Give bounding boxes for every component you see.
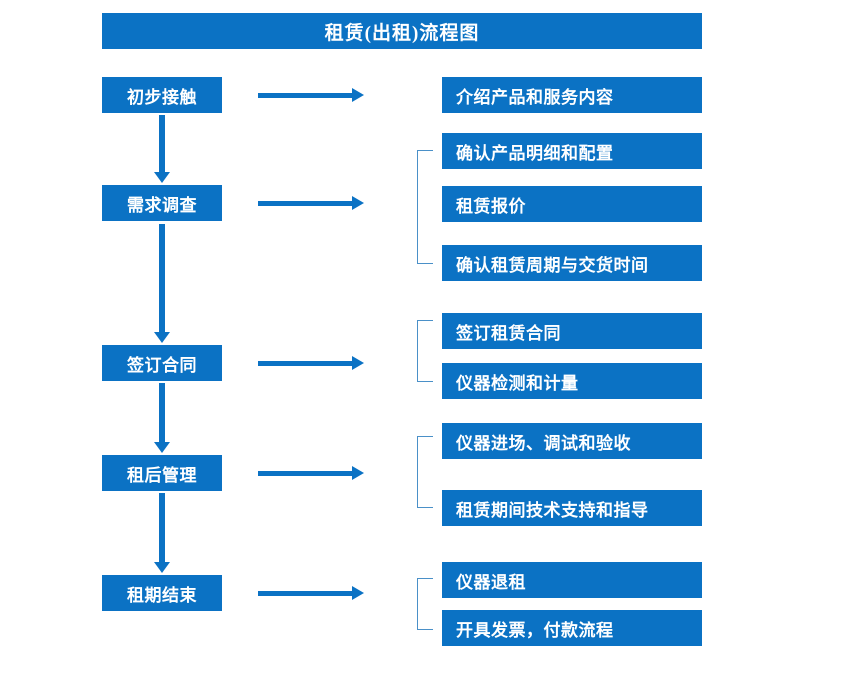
stage-label: 租后管理 xyxy=(127,465,197,485)
detail-box-tech-support[interactable]: 租赁期间技术支持和指导 xyxy=(442,490,702,526)
page-title: 租赁(出租)流程图 xyxy=(102,13,702,49)
detail-box-sign-lease-contract[interactable]: 签订租赁合同 xyxy=(442,313,702,349)
group-bracket-icon-sign-contract xyxy=(417,320,433,382)
detail-box-confirm-spec[interactable]: 确认产品明细和配置 xyxy=(442,133,702,169)
stage-box-post-rental-mgmt[interactable]: 租后管理 xyxy=(102,455,222,491)
detail-label: 租赁报价 xyxy=(456,196,526,216)
stage-box-lease-end[interactable]: 租期结束 xyxy=(102,575,222,611)
detail-label: 租赁期间技术支持和指导 xyxy=(456,500,649,520)
vertical-arrow-icon-3 xyxy=(154,383,170,453)
detail-box-instrument-install[interactable]: 仪器进场、调试和验收 xyxy=(442,423,702,459)
detail-label: 仪器进场、调试和验收 xyxy=(456,433,631,453)
vertical-arrow-icon-2 xyxy=(154,224,170,343)
stage-box-sign-contract[interactable]: 签订合同 xyxy=(102,345,222,381)
stage-label: 初步接触 xyxy=(127,87,197,107)
stage-box-needs-survey[interactable]: 需求调查 xyxy=(102,185,222,221)
detail-label: 仪器退租 xyxy=(456,572,526,592)
detail-label: 签订租赁合同 xyxy=(456,323,561,343)
stage-label: 租期结束 xyxy=(127,585,197,605)
detail-box-invoice-payment[interactable]: 开具发票，付款流程 xyxy=(442,610,702,646)
horizontal-arrow-icon-5 xyxy=(258,586,364,600)
detail-box-confirm-term[interactable]: 确认租赁周期与交货时间 xyxy=(442,245,702,281)
horizontal-arrow-icon-3 xyxy=(258,356,364,370)
detail-label: 确认产品明细和配置 xyxy=(456,143,614,163)
horizontal-arrow-icon-4 xyxy=(258,466,364,480)
detail-label: 开具发票，付款流程 xyxy=(456,620,614,640)
horizontal-arrow-icon-2 xyxy=(258,196,364,210)
group-bracket-icon-post-rental xyxy=(417,436,433,508)
detail-label: 确认租赁周期与交货时间 xyxy=(456,255,649,275)
detail-box-instrument-test[interactable]: 仪器检测和计量 xyxy=(442,363,702,399)
detail-label: 介绍产品和服务内容 xyxy=(456,87,614,107)
stage-label: 签订合同 xyxy=(127,355,197,375)
horizontal-arrow-icon-1 xyxy=(258,88,364,102)
stage-label: 需求调查 xyxy=(127,195,197,215)
vertical-arrow-icon-4 xyxy=(154,493,170,573)
group-bracket-icon-needs-survey xyxy=(417,150,433,264)
stage-box-initial-contact[interactable]: 初步接触 xyxy=(102,77,222,113)
vertical-arrow-icon-1 xyxy=(154,115,170,183)
group-bracket-icon-lease-end xyxy=(417,578,433,630)
detail-box-instrument-return[interactable]: 仪器退租 xyxy=(442,562,702,598)
detail-box-rental-quote[interactable]: 租赁报价 xyxy=(442,186,702,222)
detail-label: 仪器检测和计量 xyxy=(456,373,579,393)
detail-box-introduce-products[interactable]: 介绍产品和服务内容 xyxy=(442,77,702,113)
